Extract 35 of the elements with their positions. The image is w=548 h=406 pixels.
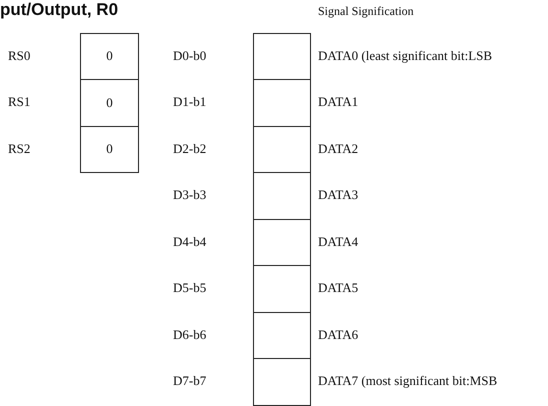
bit-value: 0: [106, 48, 113, 64]
bit-name: D7-b7: [173, 373, 206, 390]
bit-name: D2-b2: [173, 140, 206, 157]
register-cell: [253, 32, 311, 80]
register-cell: [253, 312, 311, 359]
bit-name: D5-b5: [173, 280, 206, 296]
register-cell: [253, 218, 311, 266]
register-cell: [80, 32, 139, 80]
register-cell: [80, 126, 139, 173]
bit-value: 0: [106, 141, 113, 158]
register-cell: [253, 126, 311, 173]
column-heading: Signal Signification: [318, 3, 414, 19]
signal-description: DATA4: [318, 234, 358, 250]
register-name: RS1: [8, 94, 30, 110]
register-name: RS0: [8, 48, 30, 64]
register-cell: [253, 79, 311, 126]
bit-name: D3-b3: [173, 187, 206, 204]
title-text: put/Output, R0: [0, 0, 118, 20]
signal-description: DATA5: [318, 280, 358, 296]
signal-description: DATA0 (least significant bit:LSB: [318, 48, 492, 64]
register-cell: [80, 79, 139, 126]
register-name: RS2: [8, 140, 30, 157]
register-cell: [253, 172, 311, 220]
signal-description: DATA2: [318, 140, 358, 157]
signal-description: DATA1: [318, 94, 358, 110]
bit-name: D1-b1: [173, 94, 206, 110]
signal-description: DATA6: [318, 326, 358, 343]
bit-value: 0: [106, 94, 113, 111]
signal-description: DATA7 (most significant bit:MSB: [318, 373, 498, 390]
register-cell: [253, 265, 311, 312]
bit-name: D0-b0: [173, 48, 206, 64]
bit-name: D4-b4: [173, 234, 206, 250]
signal-description: DATA3: [318, 187, 358, 204]
register-cell: [253, 358, 311, 406]
bit-name: D6-b6: [173, 326, 206, 343]
